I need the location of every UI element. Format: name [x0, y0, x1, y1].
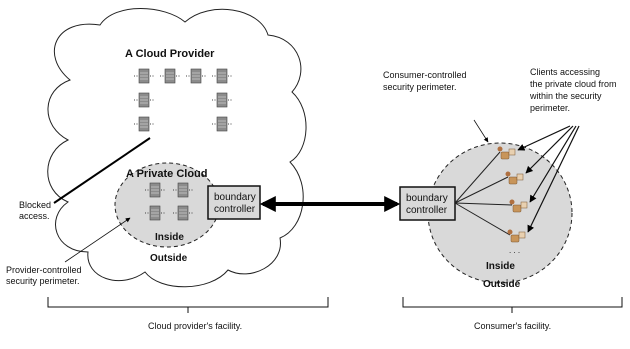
clients-label-line2: the private cloud from: [530, 79, 617, 89]
boundary-controller-right-line1: boundary: [406, 193, 448, 204]
outside-label-left: Outside: [150, 253, 188, 264]
boundary-controller-left: [207, 185, 261, 220]
provider-perimeter-label-line2: security perimeter.: [6, 276, 80, 286]
clients-label-line4: perimeter.: [530, 103, 570, 113]
consumer-perimeter-label-line1: Consumer-controlled: [383, 70, 467, 80]
blocked-access-line: [53, 137, 151, 204]
boundary-controller-right-line2: controller: [406, 205, 448, 216]
provider-perimeter-label-line1: Provider-controlled: [6, 265, 82, 275]
consumer-perimeter-label-line2: security perimeter.: [383, 82, 457, 92]
inside-label-left: Inside: [155, 232, 184, 243]
provider-facility-label: Cloud provider's facility.: [148, 321, 242, 331]
inside-label-right: Inside: [486, 261, 515, 272]
consumer-facility-label: Consumer's facility.: [474, 321, 551, 331]
clients-label-line1: Clients accessing: [530, 67, 600, 77]
outside-label-right: Outside: [483, 279, 521, 290]
clients-callout-arrows: [517, 125, 580, 233]
more-clients-dots: . . .: [509, 246, 520, 255]
boundary-controller-left-line1: boundary: [214, 192, 256, 203]
provider-perimeter-pointer: [64, 217, 131, 263]
controller-client-links: [454, 151, 513, 236]
boundary-controller-right: [399, 186, 456, 221]
clients-label-line3: within the security: [529, 91, 602, 101]
consumer-perimeter: [427, 142, 573, 284]
boundary-controller-left-line2: controller: [214, 204, 256, 215]
private-cloud-title: A Private Cloud: [126, 168, 208, 180]
cloud-provider-title: A Cloud Provider: [125, 48, 215, 60]
blocked-access-label-line1: Blocked: [19, 200, 51, 210]
blocked-access-label-line2: access.: [19, 211, 50, 221]
consumer-perimeter-pointer: [473, 119, 489, 143]
consumer-facility-brace: [402, 297, 623, 308]
provider-facility-brace: [47, 297, 329, 308]
